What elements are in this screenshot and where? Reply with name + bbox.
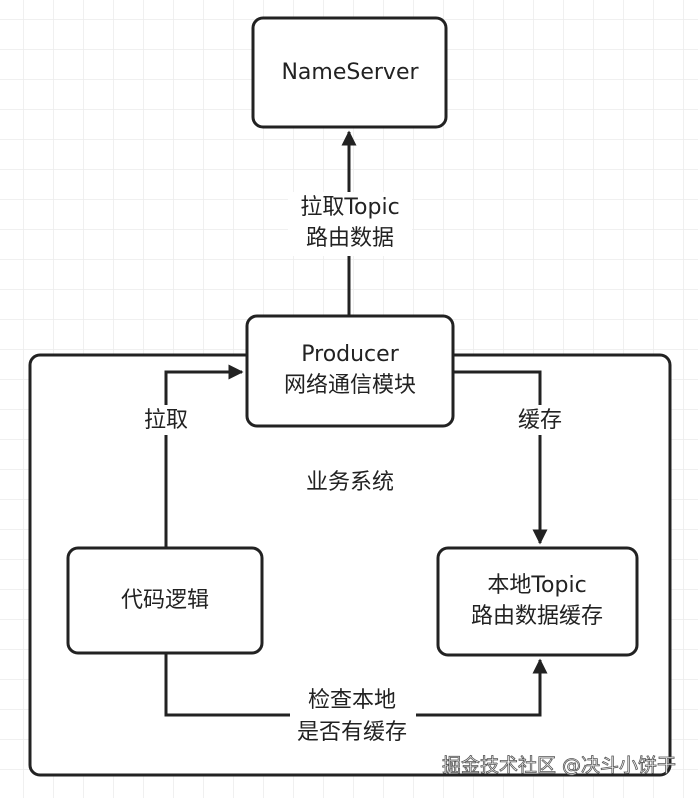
edge-producer-to-cache (453, 370, 548, 545)
producer-node (245, 314, 455, 428)
edge-label-check-1: 检查本地 (308, 688, 396, 713)
edge-label-bg (136, 405, 196, 435)
edge-label-cache: 缓存 (518, 408, 562, 433)
business-system-label: 业务系统 (306, 470, 394, 495)
local-cache-label-2: 路由数据缓存 (471, 604, 603, 629)
edge-label-fetch-route-2: 路由数据 (306, 226, 394, 251)
watermark: 掘金技术社区 @决斗小饼干 (442, 755, 676, 777)
code-logic-label: 代码逻辑 (121, 588, 209, 613)
edge-label-bg (288, 192, 412, 256)
local-cache-node (436, 546, 639, 657)
nameserver-label: NameServer (281, 60, 419, 85)
producer-label-1: Producer (301, 342, 399, 367)
producer-label-2: 网络通信模块 (284, 373, 416, 398)
nameserver-node (251, 16, 448, 129)
edge-code-to-producer (164, 364, 244, 548)
code-logic-node (66, 546, 264, 655)
edge-label-fetch: 拉取 (144, 408, 188, 433)
edge-label-fetch-route-1: 拉取Topic (300, 195, 399, 220)
edge-label-check-2: 是否有缓存 (297, 720, 407, 745)
edge-label-bg (510, 405, 570, 435)
edge-label-bg (290, 686, 416, 748)
local-cache-label-1: 本地Topic (487, 573, 586, 598)
